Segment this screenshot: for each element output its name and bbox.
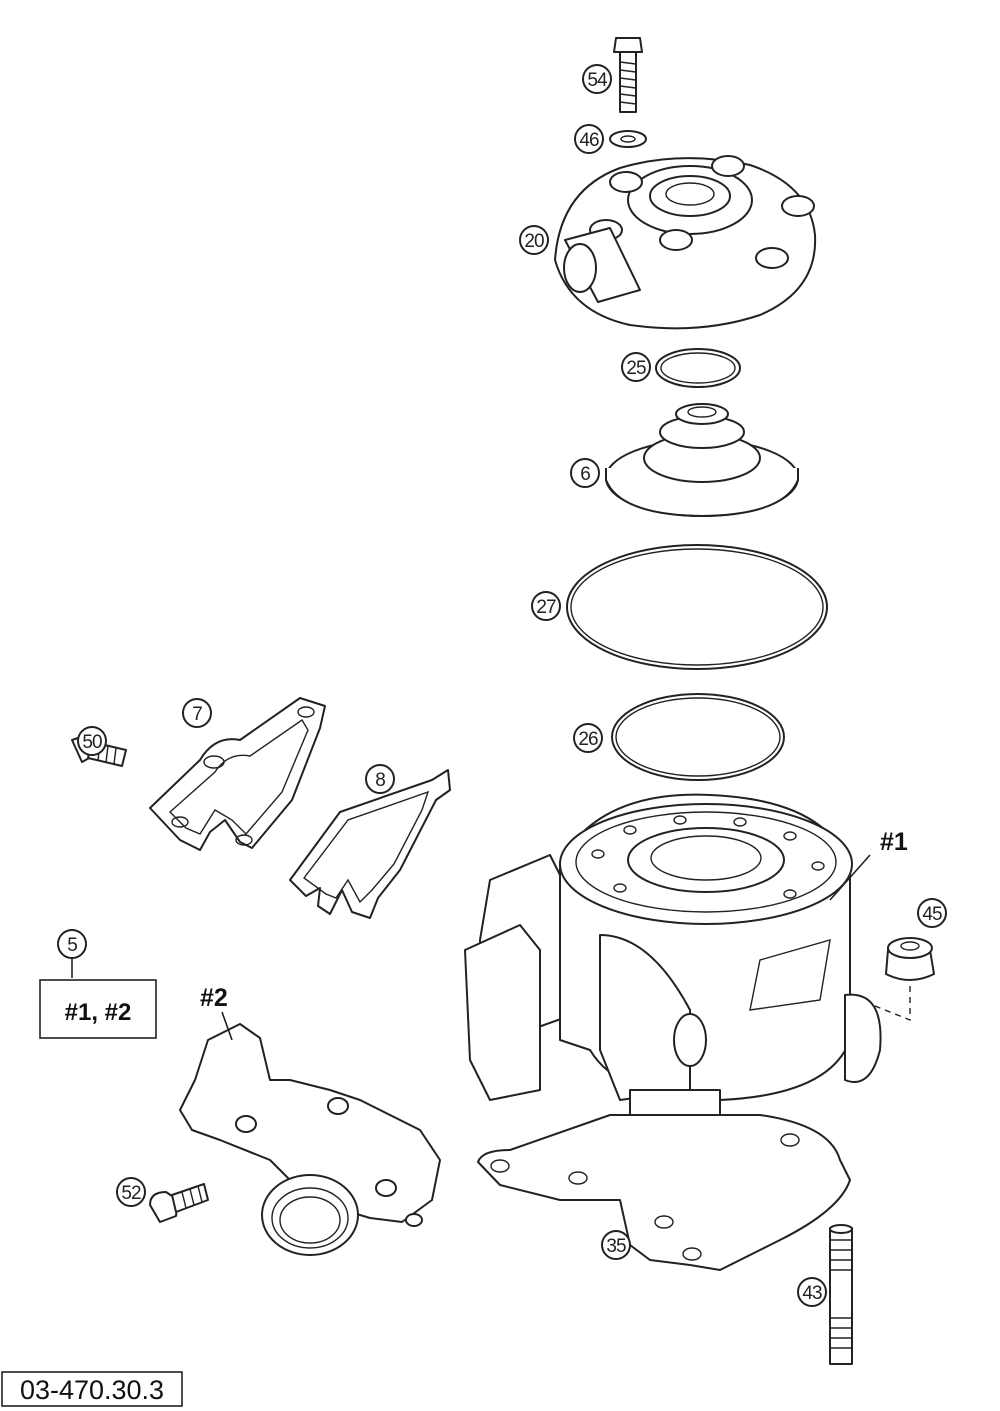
callout-20: 20 <box>519 225 549 255</box>
callout-26: 26 <box>573 723 603 753</box>
callout-50-marker: 50 <box>77 726 107 756</box>
callout-26-label: 26 <box>578 729 598 750</box>
callout-45: 45 <box>917 898 947 928</box>
callout-35-label: 35 <box>606 1236 626 1257</box>
callout-8: 8 <box>365 764 395 794</box>
callout-46-label: 46 <box>579 130 599 151</box>
callout-5-label: 5 <box>67 935 77 956</box>
callout-7: 7 <box>182 698 212 728</box>
gasket-part-8 <box>289 769 451 919</box>
base-gasket-part-35 <box>477 1114 851 1271</box>
o-ring-part-25 <box>655 348 741 388</box>
callout-43: 43 <box>797 1277 827 1307</box>
intake-assembly-label: #2 <box>200 984 228 1012</box>
o-ring-part-26 <box>611 693 785 781</box>
reference-box-text: #1, #2 <box>65 999 132 1026</box>
callout-52: 52 <box>116 1177 146 1207</box>
washer-part-46 <box>609 130 647 148</box>
callout-5: 5 <box>57 929 87 959</box>
callout-20-label: 20 <box>524 231 544 252</box>
callout-6: 6 <box>570 458 600 488</box>
callout-46: 46 <box>574 124 604 154</box>
o-ring-part-27 <box>566 544 828 670</box>
intake-assembly <box>179 1023 441 1256</box>
callout-6-label: 6 <box>580 464 590 485</box>
cover-part-7 <box>149 697 326 851</box>
callout-35: 35 <box>601 1230 631 1260</box>
cylinder-assembly-label: #1 <box>880 828 908 856</box>
bolt-part-52 <box>149 1183 209 1223</box>
drawing-number-box: 03-470.30.3 <box>1 1371 183 1407</box>
nut-part-45 <box>859 937 935 1022</box>
callout-50-label: 50 <box>82 732 102 753</box>
bolt-part-54 <box>613 37 643 113</box>
callout-25: 25 <box>621 352 651 382</box>
callout-7-label: 7 <box>192 704 202 725</box>
cylinder-head-part-20 <box>554 155 817 330</box>
head-insert-part-6 <box>605 403 799 517</box>
reference-box: #1, #2 <box>39 979 157 1039</box>
cylinder-assembly <box>464 793 882 1161</box>
callout-27-label: 27 <box>536 597 556 618</box>
callout-54-label: 54 <box>587 70 608 91</box>
callout-43-label: 43 <box>802 1283 822 1304</box>
callout-25-label: 25 <box>626 358 646 379</box>
callout-27: 27 <box>531 591 561 621</box>
callout-54: 54 <box>582 64 612 94</box>
stud-part-43 <box>829 1224 853 1365</box>
drawing-number: 03-470.30.3 <box>20 1375 164 1405</box>
callout-52-label: 52 <box>121 1183 141 1204</box>
leader-lines <box>71 854 871 1041</box>
callout-8-label: 8 <box>375 770 385 791</box>
callout-45-label: 45 <box>922 904 942 925</box>
